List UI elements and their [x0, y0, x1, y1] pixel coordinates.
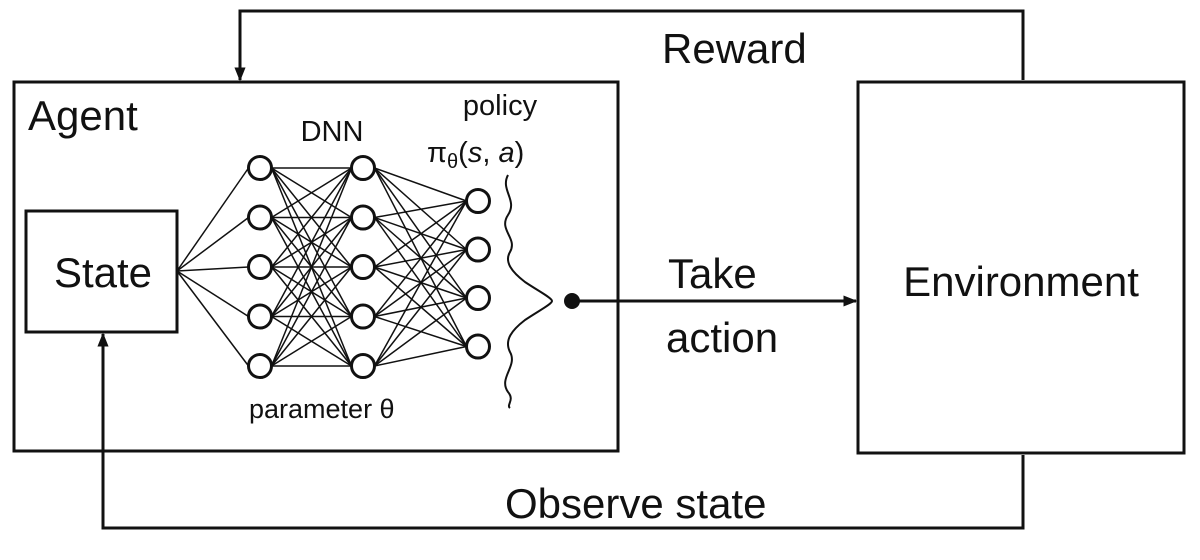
nn-edge-l1-2-0 — [374, 200, 467, 268]
nn-edge-l0-2-0 — [270, 167, 353, 268]
neuron-layer2-3 — [350, 254, 376, 280]
parameter-label: parameter θ — [249, 394, 395, 424]
policy-pi: π — [427, 137, 447, 169]
nn-edge-l1-0-0 — [374, 167, 467, 202]
nn-edge-l0-4-1 — [270, 217, 353, 367]
neuron-layer1-4 — [247, 303, 273, 330]
nn-edge-l1-4-1 — [373, 249, 468, 367]
state-to-input-edge-3 — [176, 270, 249, 318]
dnn-label: DNN — [301, 116, 364, 148]
agent-label: Agent — [28, 92, 138, 139]
neuron-layer2-5 — [350, 353, 376, 379]
environment-label: Environment — [903, 258, 1139, 305]
neuron-layer1-5 — [247, 353, 273, 379]
state-to-input-edge-1 — [176, 216, 249, 272]
action-sample-dot — [564, 293, 580, 309]
state-to-input-edge-4 — [176, 270, 250, 367]
state-to-input-edge-2 — [176, 266, 249, 272]
neuron-layer2-1 — [350, 155, 376, 181]
neuron-layer3-3 — [465, 285, 491, 311]
nn-edge-l1-4-3 — [374, 345, 467, 367]
state-to-input-edge-0 — [176, 167, 250, 272]
take-label: Take — [668, 250, 757, 297]
policy-formula: πθ(s, a) — [427, 137, 524, 173]
reward-arrow — [234, 9, 1025, 82]
neuron-layer3-1 — [465, 188, 491, 214]
policy-comma: , — [482, 137, 498, 169]
neuron-layer2-2 — [350, 204, 376, 231]
policy-label: policy — [463, 90, 538, 122]
nn-edge-l0-4-0 — [270, 167, 353, 367]
neuron-layer1-3 — [247, 254, 273, 280]
policy-close-paren: ) — [515, 137, 525, 169]
policy-a: a — [498, 137, 514, 169]
nn-neurons — [247, 155, 491, 379]
nn-edge-l1-3-0 — [373, 200, 468, 317]
neuron-layer3-4 — [465, 333, 491, 360]
neuron-layer1-1 — [247, 155, 273, 181]
nn-edge-l0-4-3 — [271, 315, 352, 367]
nn-edge-l0-1-0 — [271, 167, 352, 219]
nn-edge-l1-4-0 — [373, 200, 468, 367]
policy-s: s — [468, 137, 483, 169]
nn-edge-l1-4-2 — [374, 297, 467, 367]
neuron-layer1-2 — [247, 204, 273, 231]
neuron-layer3-2 — [465, 236, 491, 263]
nn-edge-l0-4-2 — [270, 266, 353, 367]
nn-edge-l0-3-0 — [270, 167, 353, 317]
environment-box — [856, 80, 1186, 455]
nn-connections — [176, 167, 468, 367]
policy-distribution-curve — [504, 174, 554, 409]
nn-edge-l1-1-0 — [374, 200, 467, 219]
policy-open-paren: ( — [458, 137, 468, 169]
agent-box — [12, 80, 620, 453]
state-label: State — [54, 249, 152, 296]
reward-label: Reward — [662, 25, 807, 72]
policy-theta-subscript: θ — [447, 151, 458, 173]
action-label: action — [666, 314, 778, 361]
neuron-layer2-4 — [350, 303, 376, 330]
observe-state-arrow — [97, 332, 1025, 530]
observe-state-label: Observe state — [505, 480, 766, 527]
